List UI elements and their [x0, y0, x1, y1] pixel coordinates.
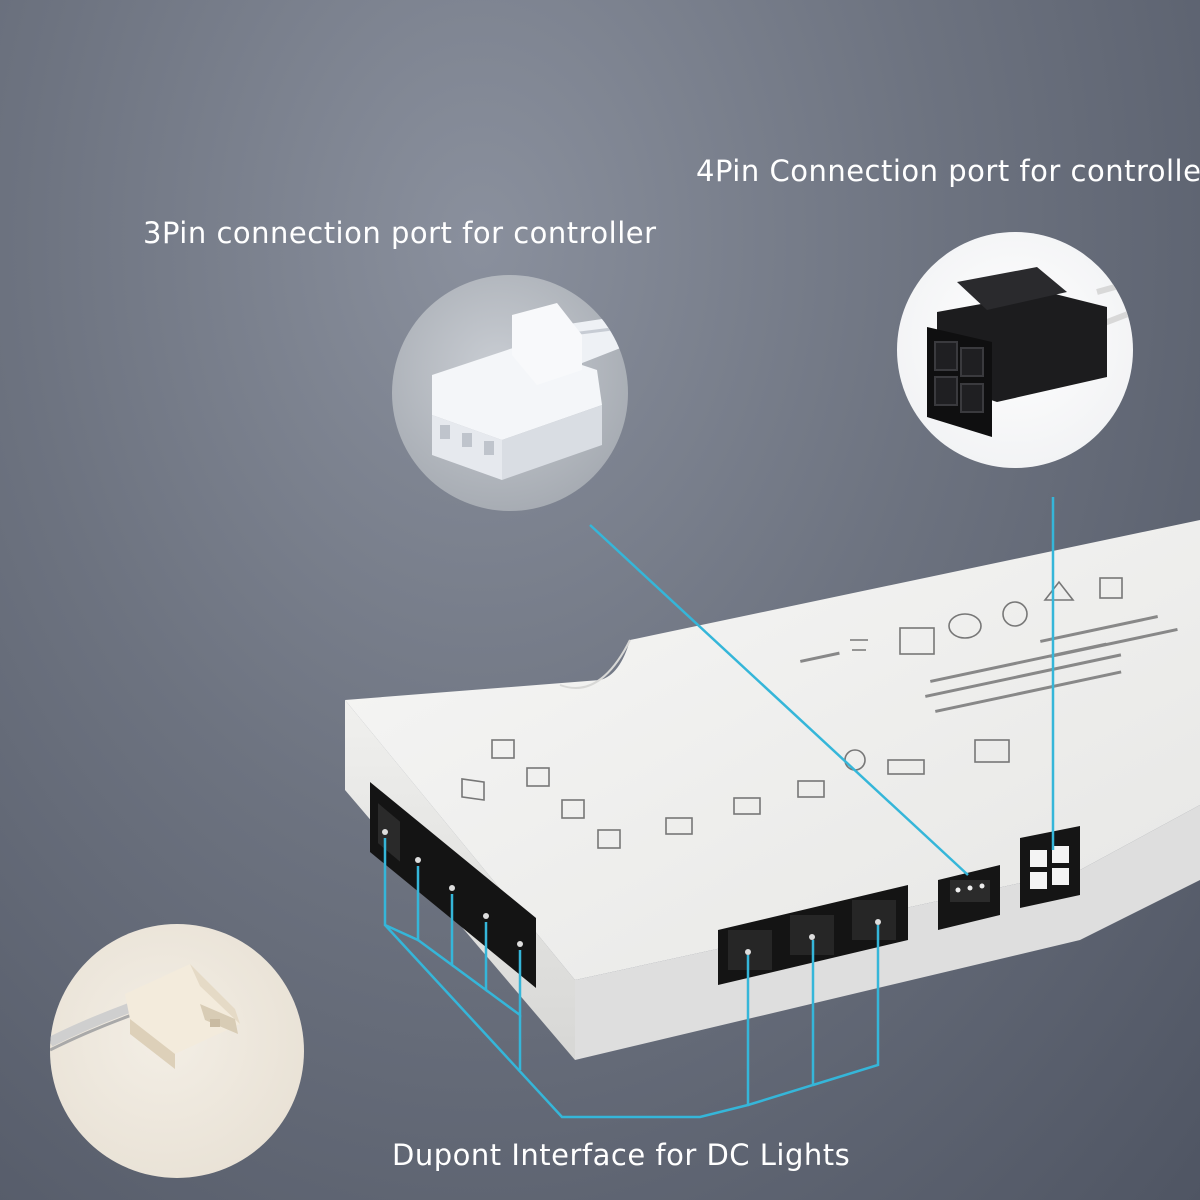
three-pin-connector-bubble: [392, 275, 628, 511]
three-pin-callout-line: [589, 524, 969, 876]
four-pin-socket: [1020, 826, 1080, 908]
dupont-interface-label: Dupont Interface for DC Lights: [392, 1138, 851, 1172]
three-pin-label: 3Pin connection port for controller: [143, 216, 657, 250]
four-pin-connector-bubble: [897, 232, 1133, 468]
three-pin-socket: [938, 865, 1000, 930]
dupont-plug-bubble: [50, 924, 304, 1178]
four-pin-connector-image: [927, 267, 1133, 437]
front-dupont-ports: [370, 782, 536, 988]
side-dupont-ports: [718, 885, 908, 985]
three-pin-connector-image: [432, 303, 628, 480]
printed-text-lines: [799, 615, 1178, 713]
dupont-callout-lines: [383, 838, 880, 1119]
dupont-plug-image: [50, 964, 240, 1069]
four-pin-label: 4Pin Connection port for controller: [696, 154, 1200, 188]
